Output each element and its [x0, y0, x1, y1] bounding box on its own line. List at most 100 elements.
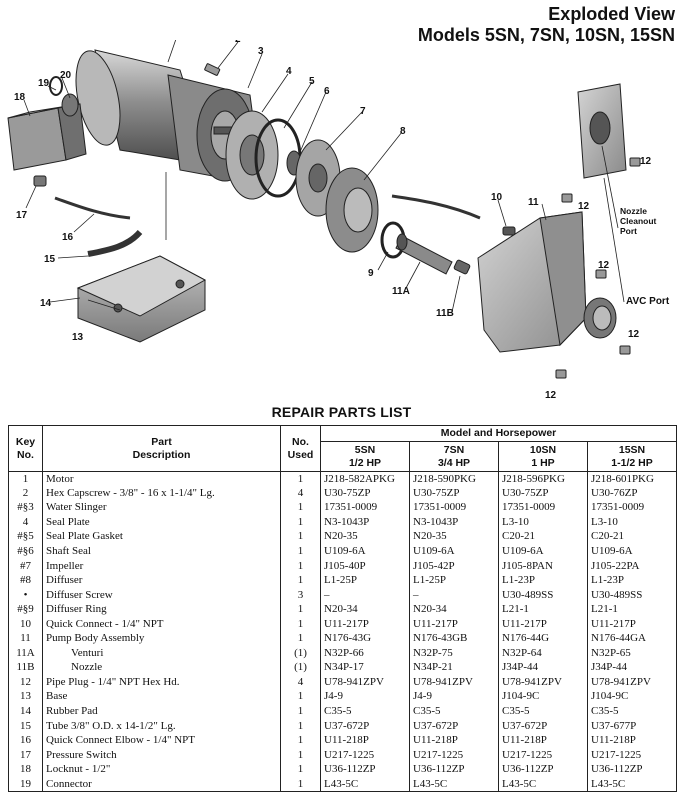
- cell-part-number: J218-601PKG: [586, 471, 678, 487]
- callout-10: 10: [491, 192, 503, 203]
- cell-part-number: L1-23P: [586, 573, 678, 588]
- cell-part-number: U30-489SS: [586, 587, 678, 603]
- cell-key: #8: [8, 573, 43, 588]
- cell-part-number: U30-75ZP: [409, 486, 499, 501]
- cell-part-number: U11-218P: [409, 733, 499, 748]
- exploded-view-diagram: 1 2 3 4 5 6 7 8 9 10 11 11A 11B 12 12 12…: [7, 40, 670, 401]
- cell-used: 1: [280, 616, 321, 632]
- nozzle-note-line1: Nozzle: [620, 206, 647, 216]
- rubber-pad-part: [87, 229, 143, 257]
- cell-part-number: L1-25P: [320, 573, 410, 588]
- cell-part-number: C20-21: [498, 529, 588, 545]
- cell-part-number: 17351-0009: [409, 500, 499, 516]
- cell-part-number: 17351-0009: [586, 500, 678, 516]
- cell-part-number: L43-5C: [409, 776, 499, 793]
- cell-part-number: L1-25P: [409, 573, 499, 588]
- cell-description: Quick Connect - 1/4" NPT: [42, 616, 281, 632]
- cell-part-number: –: [409, 587, 499, 603]
- cell-part-number: U37-672P: [498, 718, 588, 734]
- callout-12-bottom: 12: [545, 390, 557, 401]
- leader-lines: [23, 40, 625, 313]
- cell-part-number: J105-8PAN: [498, 558, 588, 574]
- cell-part-number: J104-9C: [498, 689, 588, 705]
- cell-key: 1: [8, 471, 43, 487]
- cell-used: 1: [280, 500, 321, 516]
- callout-8: 8: [400, 126, 406, 137]
- cell-part-number: L1-23P: [498, 573, 588, 588]
- cell-part-number: U78-941ZPV: [586, 675, 678, 690]
- cell-used: 1: [280, 529, 321, 545]
- cell-part-number: J218-590PKG: [409, 471, 499, 487]
- cell-key: #§3: [8, 500, 43, 516]
- cell-used: 1: [280, 515, 321, 530]
- cell-part-number: U37-677P: [586, 718, 678, 734]
- header-model-group: Model and Horsepower: [319, 425, 678, 442]
- cell-part-number: N20-35: [409, 529, 499, 545]
- cell-part-number: J104-9C: [586, 689, 678, 705]
- seal-plate-parts: [225, 110, 302, 200]
- cell-part-number: C35-5: [498, 704, 588, 719]
- cell-key: 10: [8, 616, 43, 632]
- cell-used: 1: [280, 631, 321, 647]
- cell-description: Diffuser Screw: [42, 587, 281, 603]
- cell-part-number: J105-40P: [320, 558, 410, 574]
- cell-part-number: N20-34: [320, 602, 410, 617]
- cell-part-number: U11-218P: [320, 733, 410, 748]
- callout-14: 14: [40, 298, 52, 309]
- cell-part-number: L43-5C: [498, 776, 588, 793]
- cell-description: Diffuser: [42, 573, 281, 588]
- avc-port-note: AVC Port: [626, 296, 670, 307]
- cell-part-number: U36-112ZP: [409, 762, 499, 777]
- cell-description: Impeller: [42, 558, 281, 574]
- cell-part-number: L21-1: [586, 602, 678, 617]
- cell-description: Connector: [42, 776, 281, 793]
- callout-labels: 1 2 3 4 5 6 7 8 9 10 11 11A 11B 12 12 12…: [14, 40, 670, 401]
- cell-part-number: U30-76ZP: [586, 486, 678, 501]
- cell-description: Base: [42, 689, 281, 705]
- cell-used: 1: [280, 558, 321, 574]
- cell-part-number: U217-1225: [320, 747, 410, 763]
- cell-key: 15: [8, 718, 43, 734]
- cell-key: 18: [8, 762, 43, 777]
- nozzle-note-line2: Cleanout: [620, 216, 657, 226]
- callout-3: 3: [258, 46, 264, 57]
- cell-part-number: U109-6A: [320, 544, 410, 559]
- cell-part-number: U78-941ZPV: [320, 675, 410, 690]
- repair-parts-title: REPAIR PARTS LIST: [271, 404, 412, 420]
- cell-part-number: N20-35: [320, 529, 410, 545]
- cell-part-number: N20-34: [409, 602, 499, 617]
- cell-part-number: N176-44GA: [586, 631, 678, 647]
- cell-description: Tube 3/8" O.D. x 14-1/2" Lg.: [42, 718, 281, 734]
- cell-part-number: N32P-64: [498, 646, 588, 661]
- cell-part-number: N32P-66: [320, 646, 410, 661]
- cell-part-number: J218-582APKG: [320, 471, 410, 487]
- cell-key: 19: [8, 776, 43, 793]
- callout-13: 13: [72, 332, 84, 343]
- callout-7: 7: [360, 106, 366, 117]
- cell-key: #§6: [8, 544, 43, 559]
- cell-part-number: C35-5: [409, 704, 499, 719]
- callout-18: 18: [14, 92, 26, 103]
- cell-part-number: J218-596PKG: [498, 471, 588, 487]
- cell-part-number: J34P-44: [498, 660, 588, 676]
- cell-part-number: N176-43GB: [409, 631, 499, 647]
- callout-15: 15: [44, 254, 56, 265]
- cell-part-number: U78-941ZPV: [498, 675, 588, 690]
- cell-used: 3: [280, 587, 321, 603]
- cell-description: Pipe Plug - 1/4" NPT Hex Hd.: [42, 675, 281, 690]
- callout-4: 4: [286, 66, 292, 77]
- cell-key: 4: [8, 515, 43, 530]
- cell-key: 14: [8, 704, 43, 719]
- cell-part-number: N176-43G: [320, 631, 410, 647]
- cell-used: 1: [280, 718, 321, 734]
